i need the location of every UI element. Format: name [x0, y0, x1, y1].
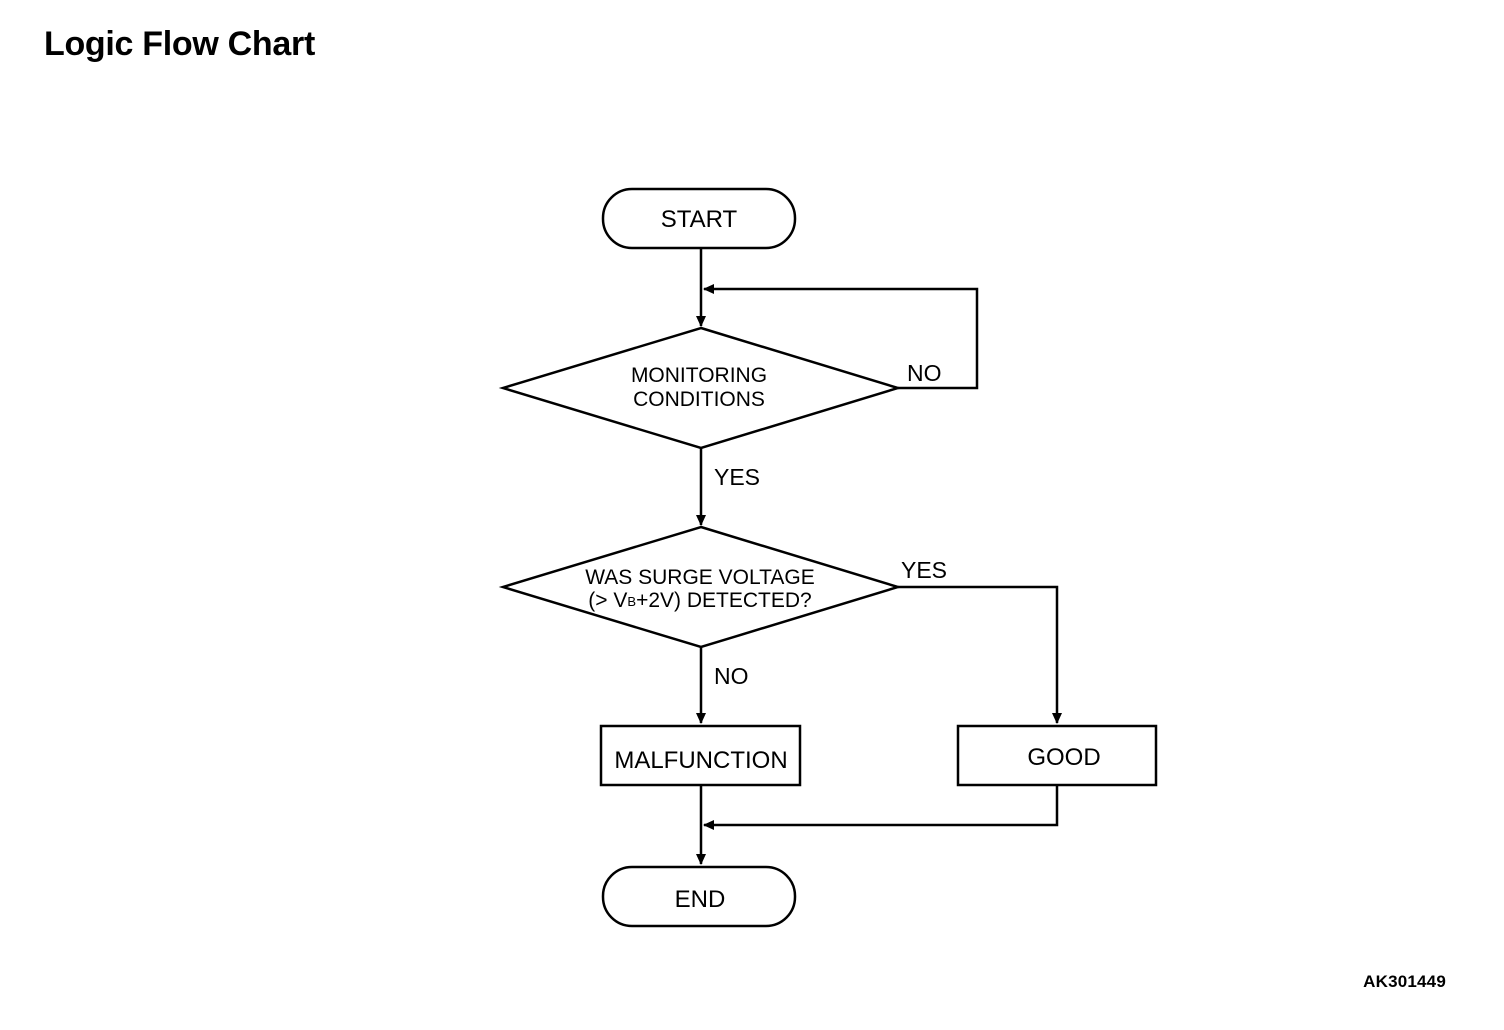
surge-yes-label: YES: [901, 557, 947, 583]
start-label: START: [661, 206, 738, 233]
monitoring-no-label: NO: [907, 360, 942, 386]
monitoring-label-line1: MONITORING: [631, 364, 767, 387]
monitoring-conditions-decision: MONITORING CONDITIONS: [498, 326, 903, 450]
surge-no-label: NO: [714, 663, 749, 689]
monitoring-yes-label: YES: [714, 464, 760, 490]
malfunction-box: MALFUNCTION: [599, 724, 802, 787]
surge-label-line2: (> VB+2V) DETECTED?: [588, 589, 811, 612]
end-label: END: [675, 886, 726, 913]
surge-label-line1: WAS SURGE VOLTAGE: [585, 566, 814, 589]
end-terminal: END: [601, 865, 797, 928]
good-label: GOOD: [1027, 744, 1100, 771]
connector-good-to-merge: [703, 785, 1059, 830]
connector-surge-yes-to-good: [898, 585, 1062, 724]
page-title: Logic Flow Chart: [44, 25, 315, 63]
good-box: GOOD: [956, 724, 1158, 787]
surge-voltage-decision: WAS SURGE VOLTAGE (> VB+2V) DETECTED?: [498, 525, 903, 649]
monitoring-label-line2: CONDITIONS: [633, 388, 765, 411]
figure-id: AK301449: [1363, 972, 1446, 991]
connector-monitoring-no-loop: [703, 284, 979, 390]
start-terminal: START: [601, 187, 797, 250]
malfunction-label: MALFUNCTION: [614, 747, 787, 774]
